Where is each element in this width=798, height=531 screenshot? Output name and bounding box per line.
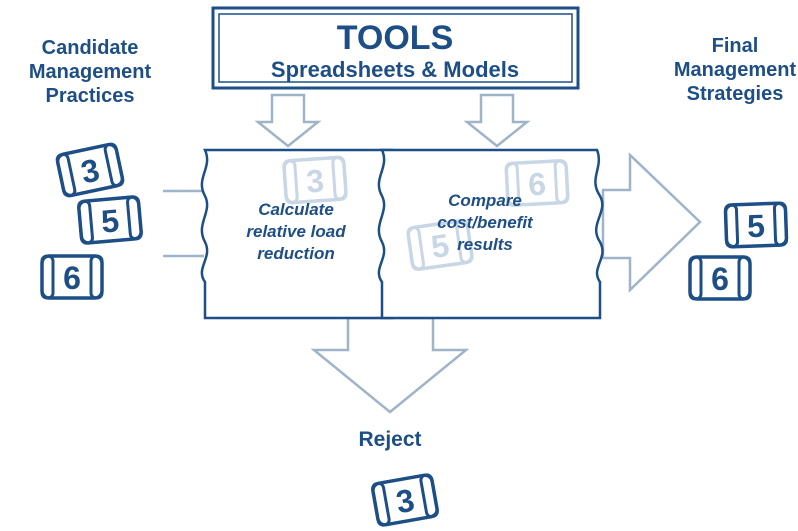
output-arrow bbox=[601, 152, 702, 293]
svg-text:5: 5 bbox=[747, 208, 766, 245]
reject-label: Reject bbox=[358, 428, 421, 451]
input-token-2: 5 bbox=[76, 194, 144, 246]
svg-text:5: 5 bbox=[429, 227, 452, 265]
svg-text:6: 6 bbox=[63, 260, 81, 296]
reject-arrow bbox=[310, 316, 470, 414]
svg-text:5: 5 bbox=[100, 202, 121, 239]
svg-text:6: 6 bbox=[527, 166, 547, 203]
output-tokens: 5 6 bbox=[688, 201, 789, 301]
final-label-line1: Final bbox=[712, 35, 759, 57]
step1-line1: Calculate bbox=[258, 200, 334, 219]
output-token-1: 5 bbox=[723, 201, 789, 249]
input-token-3: 6 bbox=[40, 254, 104, 300]
step2-line3: results bbox=[457, 235, 513, 254]
candidate-label-line2: Management bbox=[29, 61, 152, 83]
input-token-1: 3 bbox=[54, 141, 126, 199]
ghost-tokens: 3 6 5 bbox=[281, 155, 570, 272]
step2-line1: Compare bbox=[448, 191, 522, 210]
final-strategies-label: Final Management Strategies bbox=[674, 35, 797, 105]
step1-line2: relative load bbox=[246, 222, 346, 241]
final-label-line2: Management bbox=[674, 59, 797, 81]
tools-subtitle: Spreadsheets & Models bbox=[271, 57, 519, 82]
tools-arrows bbox=[254, 93, 531, 148]
tools-box: TOOLS Spreadsheets & Models bbox=[211, 6, 580, 90]
tools-title: TOOLS bbox=[337, 19, 454, 57]
candidate-label-line1: Candidate bbox=[42, 37, 139, 59]
step2-line2: cost/benefit bbox=[437, 213, 534, 232]
candidate-label-line3: Practices bbox=[46, 85, 135, 107]
step1-line3: reduction bbox=[257, 244, 334, 263]
svg-text:6: 6 bbox=[711, 261, 729, 297]
svg-text:3: 3 bbox=[393, 482, 417, 521]
input-tokens: 3 5 6 bbox=[40, 141, 144, 300]
rejected-token: 3 bbox=[370, 472, 440, 528]
tools-arrow-left bbox=[254, 93, 322, 148]
ghost-token-step2-bottom: 5 bbox=[405, 218, 475, 272]
candidate-practices-label: Candidate Management Practices bbox=[29, 37, 152, 107]
svg-text:3: 3 bbox=[305, 162, 325, 199]
input-lines bbox=[163, 189, 204, 258]
output-token-2: 6 bbox=[688, 255, 752, 301]
step1-text: Calculate relative load reduction bbox=[246, 200, 346, 263]
step2-text: Compare cost/benefit results bbox=[437, 191, 534, 254]
ghost-token-step1: 3 bbox=[281, 155, 349, 205]
ghost-token-step2-top: 6 bbox=[504, 158, 570, 208]
final-label-line3: Strategies bbox=[687, 83, 784, 105]
tools-arrow-right bbox=[463, 93, 531, 148]
